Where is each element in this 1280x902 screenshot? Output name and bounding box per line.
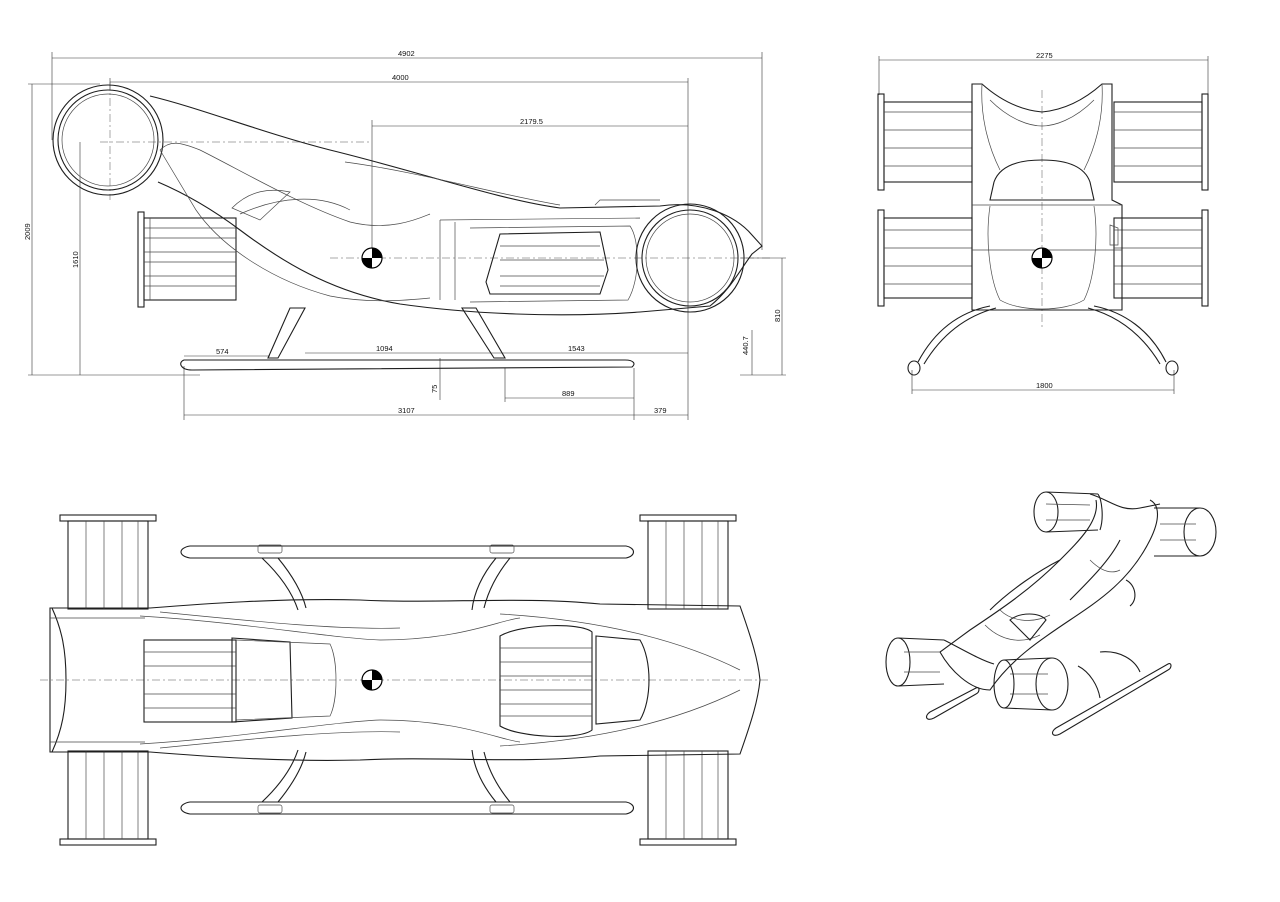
dim-skid-thickness: 75 xyxy=(430,385,439,393)
dim-strut-spacing: 1094 xyxy=(376,344,393,353)
front-right-fans xyxy=(1113,93,1209,307)
front-cg-marker xyxy=(1031,247,1053,269)
top-cg-marker xyxy=(361,669,383,691)
dim-skid-length: 3107 xyxy=(398,406,415,415)
front-body xyxy=(971,83,1123,311)
top-fan-banks xyxy=(59,514,737,846)
top-fuselage xyxy=(49,599,761,761)
front-view-dimensions: 2275 1800 xyxy=(878,51,1209,394)
iso-skids xyxy=(925,651,1172,736)
dim-front-overhang: 379 xyxy=(654,406,667,415)
dim-overall-length: 4902 xyxy=(398,49,415,58)
side-landing-gear xyxy=(180,307,635,371)
dim-skid-rear-offset: 574 xyxy=(216,347,229,356)
dim-rear-ring-height: 810 xyxy=(773,309,782,322)
iso-front-fans xyxy=(885,637,1069,711)
dim-overall-height: 2009 xyxy=(23,223,32,240)
dim-skid-clearance: 440.7 xyxy=(741,336,750,355)
dim-cg-from-rear: 2179.5 xyxy=(520,117,543,126)
dim-ring-height: 1610 xyxy=(71,251,80,268)
side-view: 4902 4000 2179.5 2009 1610 810 440.7 574 xyxy=(23,49,786,420)
rear-lift-ring xyxy=(52,84,164,196)
iso-body xyxy=(939,499,1159,691)
side-cg-marker xyxy=(361,247,383,269)
top-skids xyxy=(180,544,635,815)
iso-back-fans xyxy=(1033,491,1217,557)
dim-fuselage-length: 4000 xyxy=(392,73,409,82)
front-lift-ring xyxy=(635,203,745,313)
front-left-fans xyxy=(877,93,973,307)
iso-view xyxy=(885,491,1217,736)
front-skids xyxy=(907,305,1179,376)
side-view-dimensions: 4902 4000 2179.5 2009 1610 810 440.7 574 xyxy=(23,49,786,420)
side-fuselage xyxy=(149,95,763,316)
top-view xyxy=(40,514,770,846)
side-fan-bank xyxy=(137,211,237,308)
dim-overall-width: 2275 xyxy=(1036,51,1053,60)
dim-skid-front-segment: 889 xyxy=(562,389,575,398)
dim-skid-track: 1800 xyxy=(1036,381,1053,390)
dim-front-strut-to-ring: 1543 xyxy=(568,344,585,353)
front-view: 2275 1800 xyxy=(877,51,1209,394)
